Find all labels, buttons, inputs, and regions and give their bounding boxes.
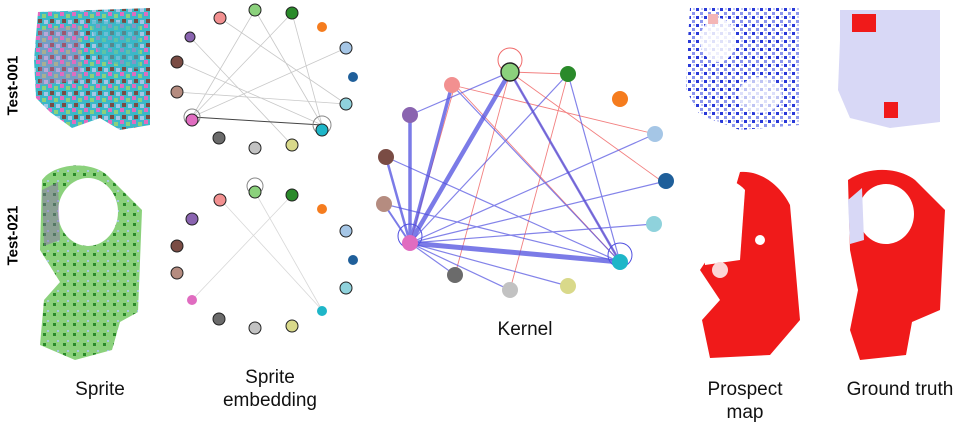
caption-ground-truth: Ground truth bbox=[846, 379, 954, 400]
ground-truth-test-021 bbox=[848, 169, 945, 360]
ground-truth-test-001 bbox=[838, 10, 940, 128]
caption-sprite: Sprite bbox=[75, 379, 125, 400]
sprite-embedding-graph-test-021 bbox=[170, 177, 358, 335]
kernel-graph bbox=[376, 47, 674, 298]
prospect-map-test-001 bbox=[686, 8, 800, 130]
caption-kernel: Kernel bbox=[497, 319, 553, 340]
sprite-image-test-021 bbox=[40, 165, 142, 360]
caption-sprite-embedding: Sprite embedding bbox=[222, 367, 318, 411]
sprite-image-test-001 bbox=[34, 8, 150, 130]
prospect-map-test-021 bbox=[700, 171, 800, 358]
caption-prospect-map: Prospect map bbox=[707, 379, 783, 423]
sprite-embedding-graph-test-001 bbox=[170, 3, 358, 155]
